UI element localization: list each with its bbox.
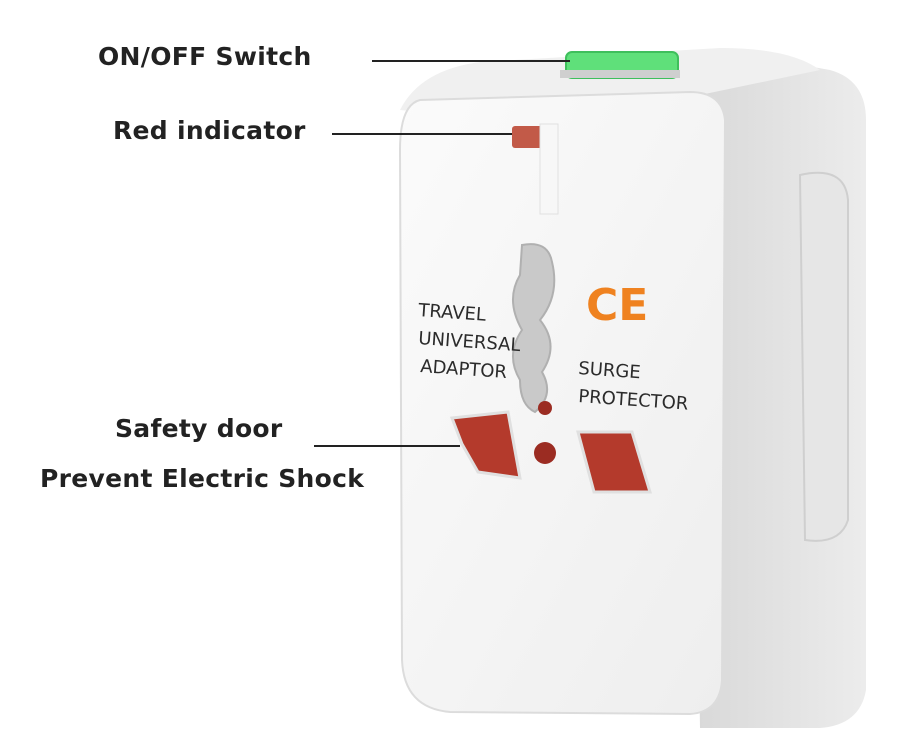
ce-mark: CE	[586, 280, 648, 331]
right-socket[interactable]	[576, 430, 653, 494]
adapter-front	[398, 90, 727, 716]
safety-door-callout: Safety door	[115, 414, 283, 443]
indicator-window	[539, 123, 559, 215]
indicator-callout: Red indicator	[113, 116, 306, 145]
switch-callout: ON/OFF Switch	[98, 42, 312, 71]
print-surge: SURGE	[578, 358, 642, 383]
shock-callout: Prevent Electric Shock	[40, 464, 365, 493]
ground-slot	[512, 243, 556, 414]
ground-hole	[534, 442, 556, 464]
left-socket[interactable]	[449, 410, 522, 480]
switch-label-strip	[560, 70, 680, 78]
print-travel: TRAVEL	[417, 300, 487, 326]
adapter-top	[400, 48, 820, 112]
ground-hole-top	[538, 401, 552, 415]
side-recess	[798, 171, 849, 542]
